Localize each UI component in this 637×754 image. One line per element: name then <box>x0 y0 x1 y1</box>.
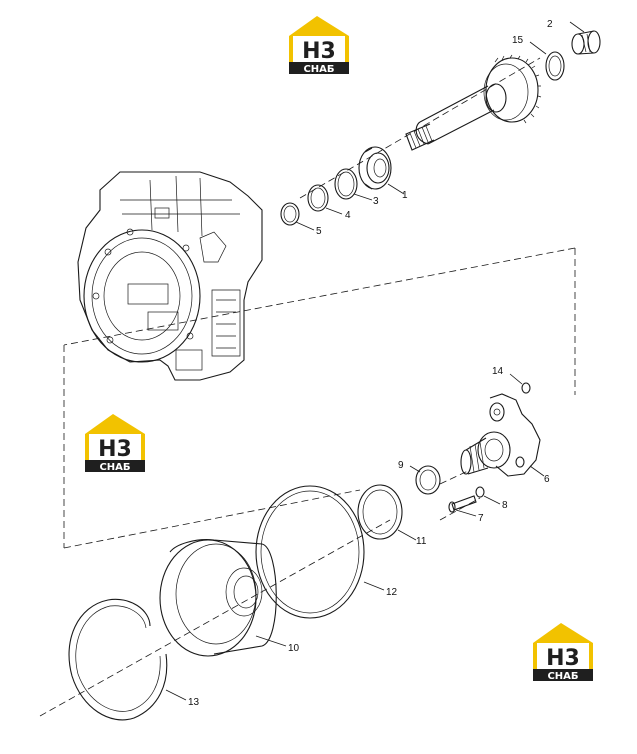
callout-1: 1 <box>402 190 408 201</box>
ring-3 <box>334 168 358 200</box>
bolt-and-washer <box>448 486 485 513</box>
callout-4: 4 <box>345 210 351 221</box>
callout-11: 11 <box>416 536 427 547</box>
output-shaft-gear <box>405 54 542 151</box>
logo-letters: H3 <box>98 437 132 462</box>
callout-labels: 1 2 3 4 5 6 7 8 9 10 11 12 13 14 15 <box>188 19 553 708</box>
callout-6: 6 <box>544 474 550 485</box>
seal-ring-12 <box>255 485 365 619</box>
callout-10: 10 <box>288 643 300 654</box>
callout-13: 13 <box>188 697 200 708</box>
retaining-ring-14 <box>521 382 531 394</box>
callout-3: 3 <box>373 196 379 207</box>
logo-bottom: H3 СНАБ <box>533 623 593 682</box>
callout-5: 5 <box>316 226 322 237</box>
output-flange <box>460 393 541 477</box>
callout-7: 7 <box>478 513 484 524</box>
callout-8: 8 <box>502 500 508 511</box>
callout-15: 15 <box>512 35 524 46</box>
snap-ring-15 <box>545 51 565 81</box>
callout-12: 12 <box>386 587 398 598</box>
callout-14: 14 <box>492 366 504 377</box>
snap-ring-13 <box>68 598 168 721</box>
logo-caption: СНАБ <box>99 462 130 473</box>
logo-caption: СНАБ <box>303 64 334 75</box>
logo-letters: H3 <box>302 39 336 64</box>
piston-cover-10 <box>159 539 277 657</box>
logo-top: H3 СНАБ <box>289 16 349 75</box>
ball-bearing <box>358 146 392 190</box>
ring-4 <box>307 184 329 212</box>
callout-9: 9 <box>398 460 404 471</box>
assembly-axes <box>39 57 576 717</box>
callout-2: 2 <box>547 19 553 30</box>
logo-middle: H3 СНАБ <box>85 414 145 473</box>
transmission-housing <box>77 171 263 381</box>
ring-11 <box>357 484 403 540</box>
logo-caption: СНАБ <box>547 671 578 682</box>
leader-lines <box>165 21 585 701</box>
ring-5 <box>280 202 300 226</box>
needle-bearing <box>571 30 601 55</box>
seal-9 <box>415 465 441 495</box>
logo-letters: H3 <box>546 646 580 671</box>
